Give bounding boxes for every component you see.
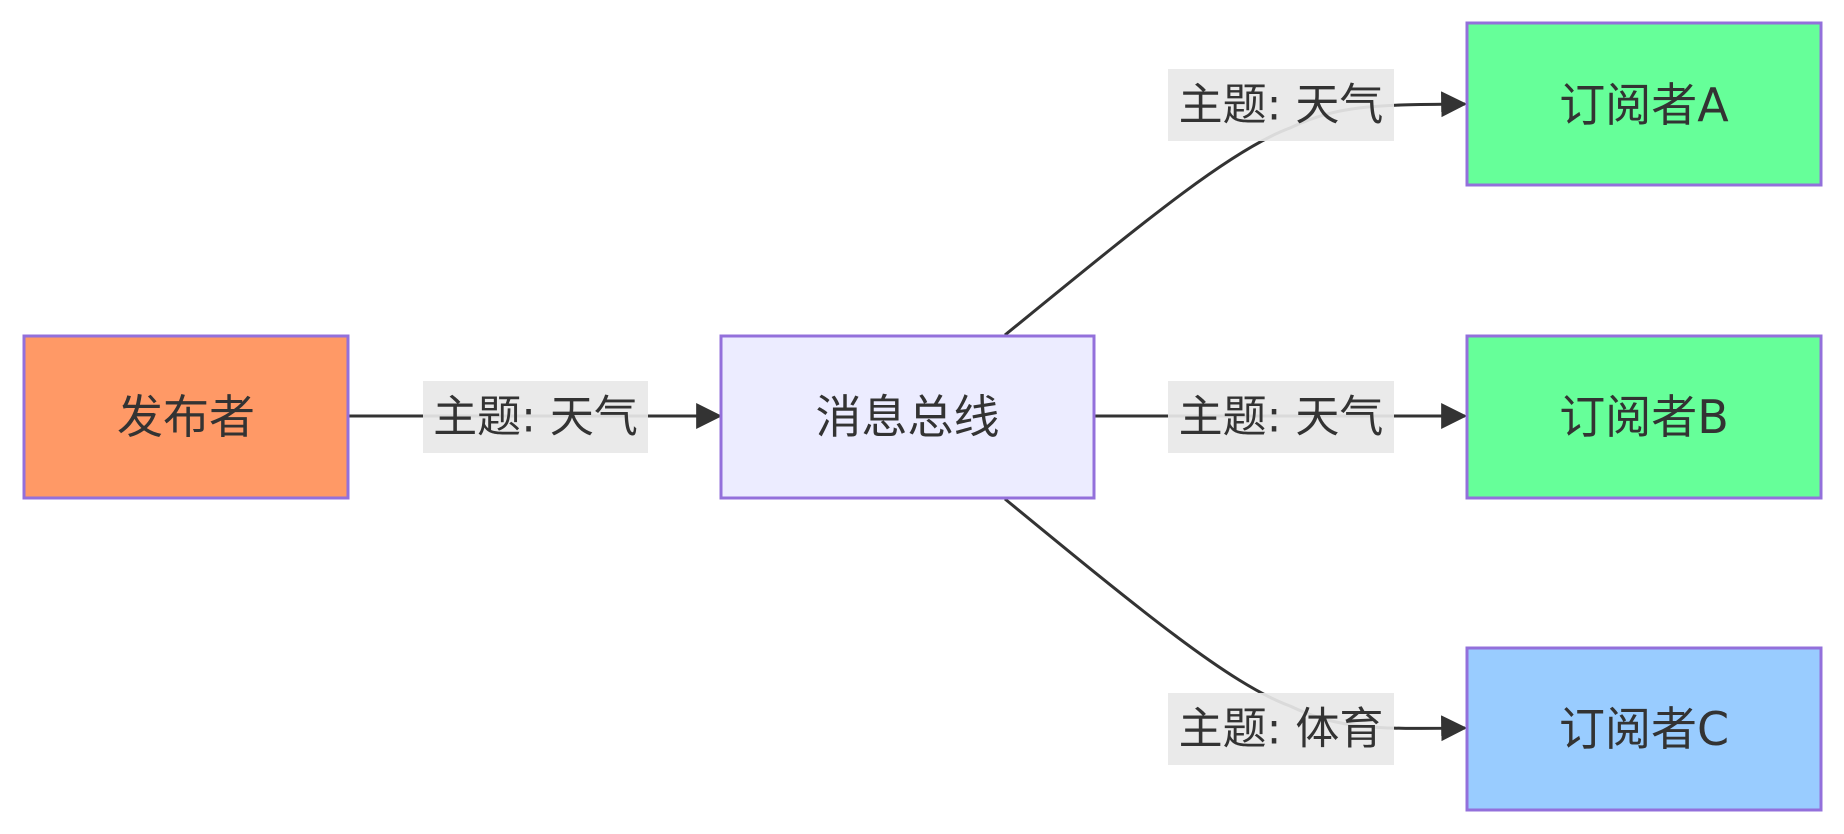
node-subscriber-c-box bbox=[1465, 646, 1823, 812]
edge-label-bus-subscriber-b: 主题: 天气 bbox=[1168, 381, 1394, 453]
node-bus-box bbox=[719, 334, 1096, 500]
edge-label-publisher-bus: 主题: 天气 bbox=[423, 381, 648, 453]
node-publisher-label: 发布者 bbox=[117, 390, 255, 444]
node-message-bus: 消息总线 bbox=[719, 334, 1096, 500]
node-publisher: 发布者 bbox=[22, 334, 350, 500]
edge-label-text: 主题: 天气 bbox=[1179, 392, 1384, 443]
edge-label-text: 主题: 天气 bbox=[1179, 80, 1384, 131]
edge-label-bus-subscriber-a: 主题: 天气 bbox=[1168, 69, 1394, 141]
node-subscriber-a-box bbox=[1465, 21, 1823, 187]
node-subscriber-b-box bbox=[1465, 334, 1823, 500]
node-subscriber-a-label: 订阅者A bbox=[1559, 78, 1729, 132]
edge-label-text: 主题: 天气 bbox=[433, 392, 638, 443]
edge-label-bus-subscriber-c: 主题: 体育 bbox=[1168, 693, 1394, 765]
node-subscriber-b-label: 订阅者B bbox=[1559, 390, 1729, 444]
node-publisher-box bbox=[22, 334, 350, 500]
node-bus-label: 消息总线 bbox=[816, 390, 1000, 444]
node-subscriber-c-label: 订阅者C bbox=[1559, 702, 1729, 756]
node-subscriber-c: 订阅者C bbox=[1465, 646, 1823, 812]
node-subscriber-b: 订阅者B bbox=[1465, 334, 1823, 500]
node-subscriber-a: 订阅者A bbox=[1465, 21, 1823, 187]
edge-label-text: 主题: 体育 bbox=[1179, 704, 1384, 755]
